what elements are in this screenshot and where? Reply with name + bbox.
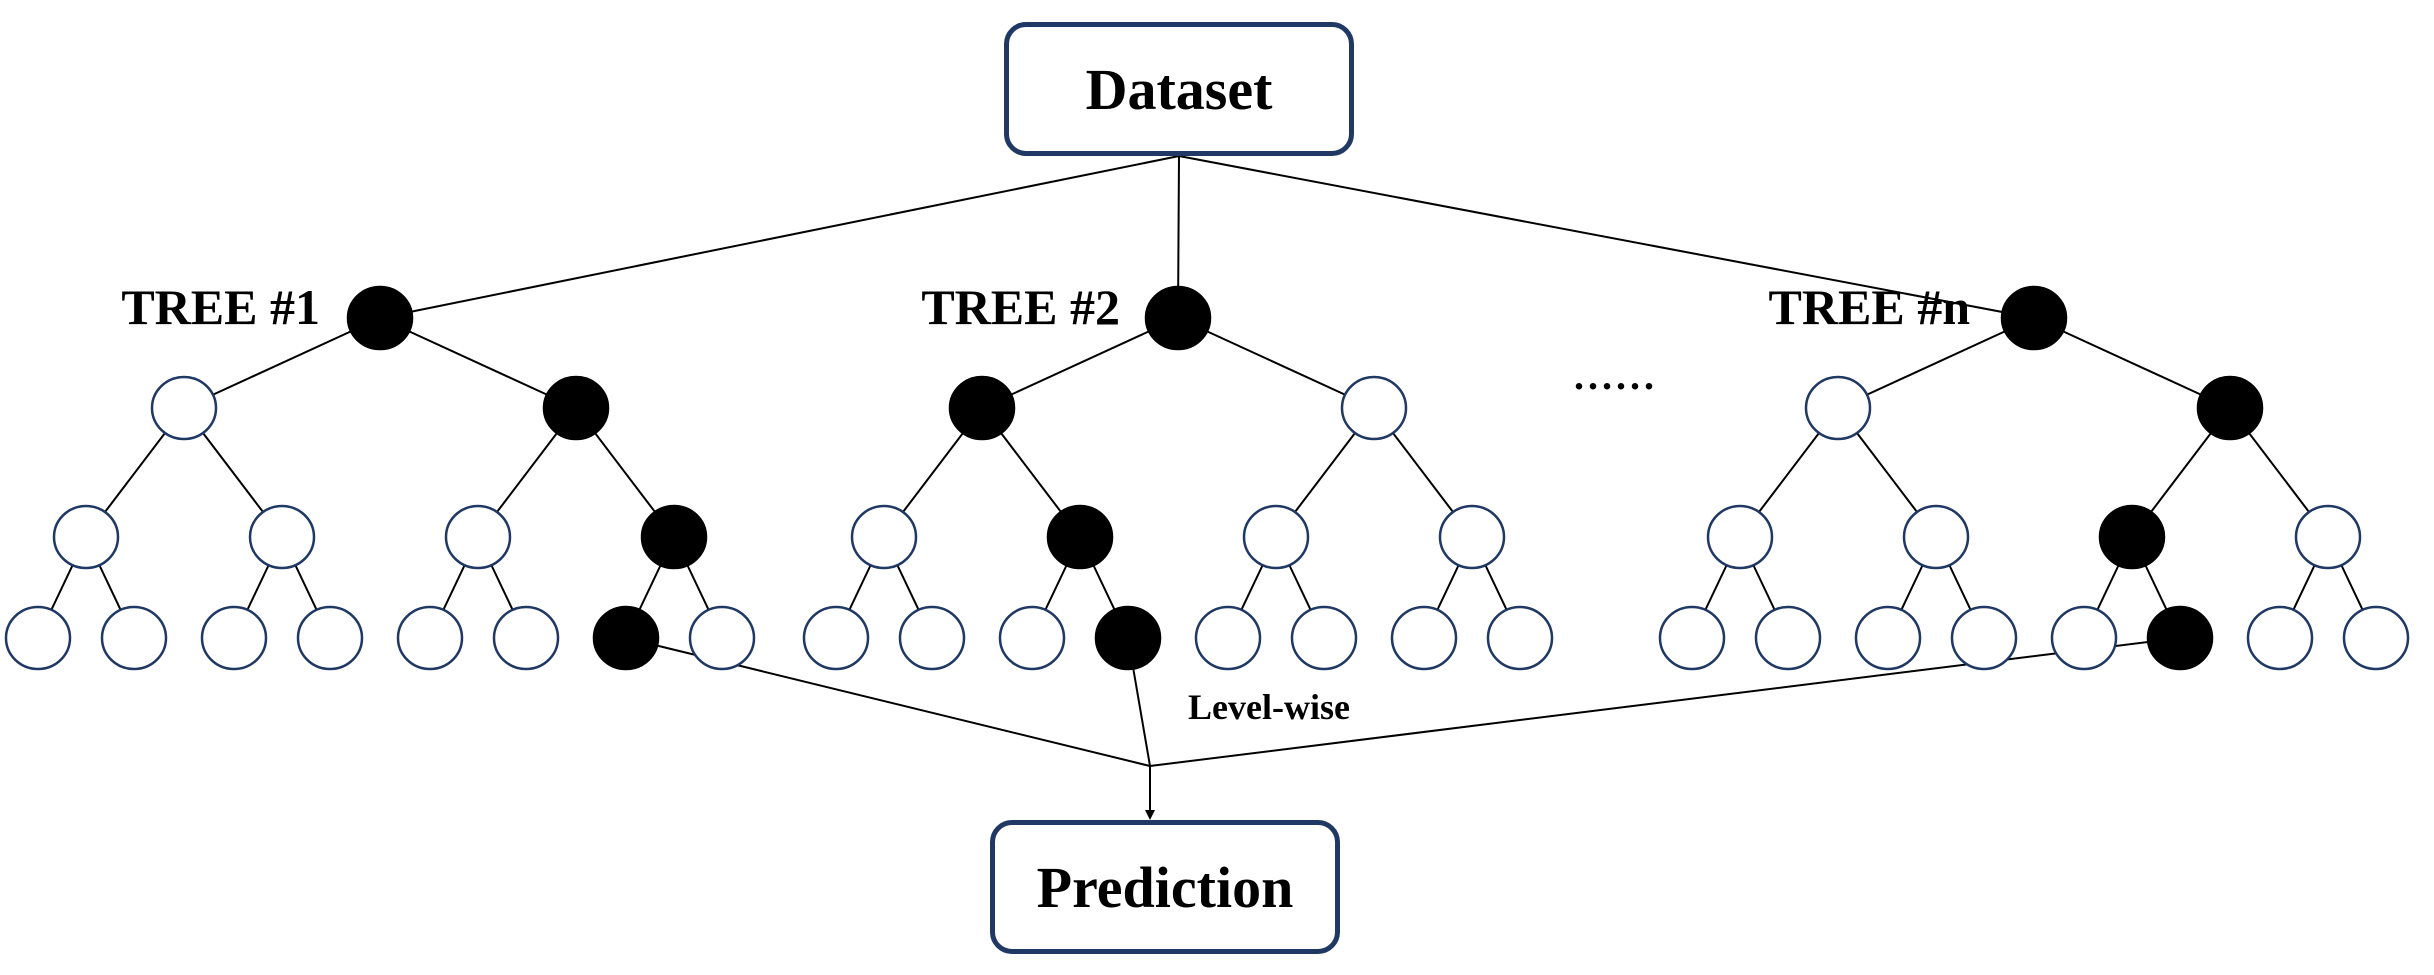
tree-1-leaf-node bbox=[492, 605, 560, 671]
tree-3-leaf-node bbox=[2146, 605, 2214, 671]
tree-2-branch-edge bbox=[1177, 317, 1375, 409]
tree-1-branch-edge bbox=[183, 317, 381, 409]
tree-3-leaf-node bbox=[2246, 605, 2314, 671]
tree-1-internal-node bbox=[150, 375, 218, 441]
dataset-label: Dataset bbox=[1085, 56, 1273, 122]
tree-2-leaf-node bbox=[898, 605, 966, 671]
tree-3-internal-node bbox=[1706, 504, 1774, 570]
tree-1-branch-edge bbox=[379, 317, 577, 409]
tree-3-internal-node bbox=[2196, 375, 2264, 441]
tree-3-internal-node bbox=[1902, 504, 1970, 570]
tree-1-leaf-node bbox=[100, 605, 168, 671]
tree-1-root-node bbox=[346, 285, 414, 351]
tree-3-branch-edge bbox=[2033, 317, 2231, 409]
tree-3-root-node bbox=[2000, 285, 2068, 351]
tree-2-internal-node bbox=[1340, 375, 1408, 441]
tree-2-root-node bbox=[1144, 285, 1212, 351]
tree-2-leaf-node bbox=[1290, 605, 1358, 671]
tree-2-internal-node bbox=[1242, 504, 1310, 570]
tree-1-internal-node bbox=[444, 504, 512, 570]
tree-n-label: TREE #n bbox=[1768, 279, 1970, 335]
level-wise-label: Level-wise bbox=[1188, 687, 1350, 727]
tree-1-label: TREE #1 bbox=[121, 279, 320, 335]
tree-2-leaf-node bbox=[998, 605, 1066, 671]
tree-1-internal-node bbox=[542, 375, 610, 441]
tree-2-leaf-node bbox=[1486, 605, 1554, 671]
tree-1-leaf-node bbox=[592, 605, 660, 671]
tree-3-leaf-node bbox=[1658, 605, 1726, 671]
tree-1-internal-node bbox=[248, 504, 316, 570]
tree-2-internal-node bbox=[850, 504, 918, 570]
dataset-to-tree-1-edge bbox=[379, 155, 1180, 319]
tree-3-internal-node bbox=[2294, 504, 2362, 570]
tree-1-leaf-node bbox=[396, 605, 464, 671]
tree-3-leaf-node bbox=[1854, 605, 1922, 671]
tree-1-leaf-node bbox=[4, 605, 72, 671]
tree-2-label: TREE #2 bbox=[921, 279, 1120, 335]
tree-2-leaf-node bbox=[1194, 605, 1262, 671]
tree-3-leaf-node bbox=[1754, 605, 1822, 671]
tree-2-leaf-node bbox=[1390, 605, 1458, 671]
tree-1-leaf-node bbox=[688, 605, 756, 671]
tree-2-internal-node bbox=[1046, 504, 1114, 570]
nodes-layer bbox=[4, 285, 2410, 671]
tree-2-leaf-node bbox=[802, 605, 870, 671]
tree-2-internal-node bbox=[948, 375, 1016, 441]
tree-2-internal-node bbox=[1438, 504, 1506, 570]
tree-1-internal-node bbox=[640, 504, 708, 570]
tree-3-internal-node bbox=[1804, 375, 1872, 441]
tree-3-internal-node bbox=[2098, 504, 2166, 570]
tree-2-leaf-node bbox=[1094, 605, 1162, 671]
prediction-label: Prediction bbox=[1036, 854, 1294, 920]
dataset-to-tree-3-edge bbox=[1178, 155, 2035, 319]
tree-1-internal-node bbox=[52, 504, 120, 570]
tree-3-leaf-node bbox=[2050, 605, 2118, 671]
tree-3-branch-edge bbox=[1837, 317, 2035, 409]
prediction-box: Prediction bbox=[990, 820, 1340, 954]
tree-3-leaf-node bbox=[1950, 605, 2018, 671]
tree-3-leaf-node bbox=[2342, 605, 2410, 671]
tree-1-leaf-node bbox=[296, 605, 364, 671]
tree-1-leaf-node bbox=[200, 605, 268, 671]
tree-2-branch-edge bbox=[981, 317, 1179, 409]
dataset-box: Dataset bbox=[1004, 22, 1354, 156]
more-trees-ellipsis: ...... bbox=[1574, 353, 1658, 398]
